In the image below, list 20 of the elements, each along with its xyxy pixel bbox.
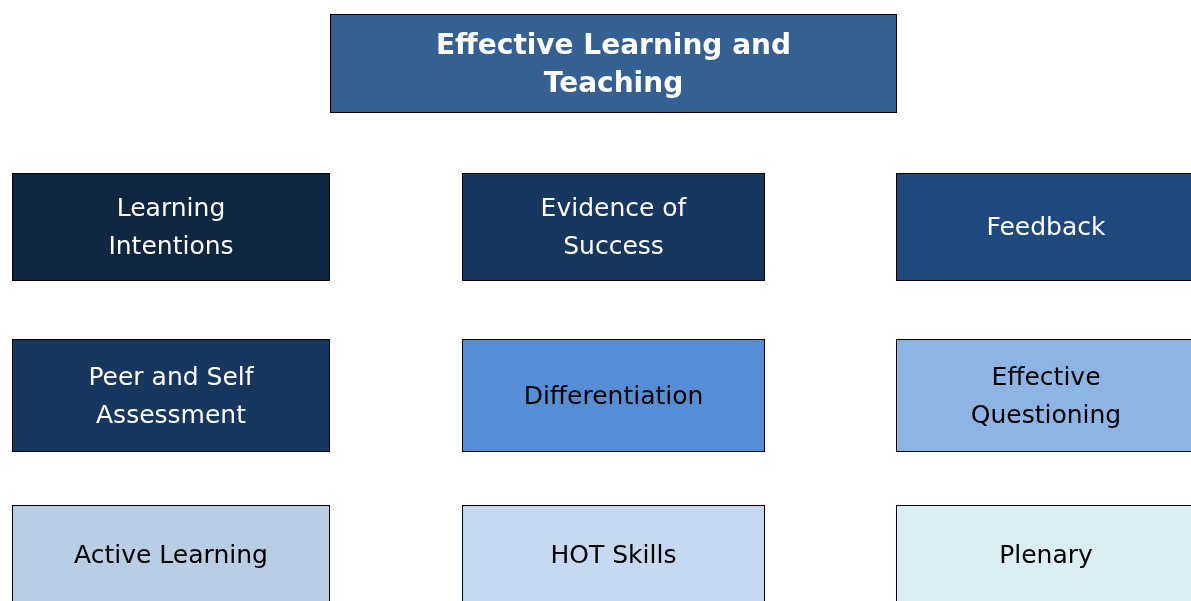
- title-box: [330, 14, 897, 113]
- topic-box: [896, 505, 1191, 601]
- topic-box: [12, 505, 330, 601]
- topic-label: Effective Questioning: [969, 360, 1123, 431]
- topic-label: HOT Skills: [549, 539, 678, 571]
- topic-label: Differentiation: [522, 379, 705, 412]
- topic-box: [896, 339, 1191, 452]
- topic-box: [462, 339, 765, 452]
- topic-box: [462, 505, 765, 601]
- topic-box: [462, 173, 765, 281]
- topic-label: Active Learning: [73, 539, 269, 571]
- topic-label: Feedback: [985, 211, 1107, 243]
- topic-label: Plenary: [998, 539, 1094, 571]
- topic-label: Evidence of Success: [539, 192, 688, 262]
- topic-box: [12, 173, 330, 281]
- title-text: Effective Learning and Teaching: [435, 26, 792, 101]
- topic-label: Peer and Self Assessment: [87, 360, 255, 431]
- topic-label: Learning Intentions: [107, 192, 235, 262]
- topic-box: [896, 173, 1191, 281]
- topic-box: [12, 339, 330, 452]
